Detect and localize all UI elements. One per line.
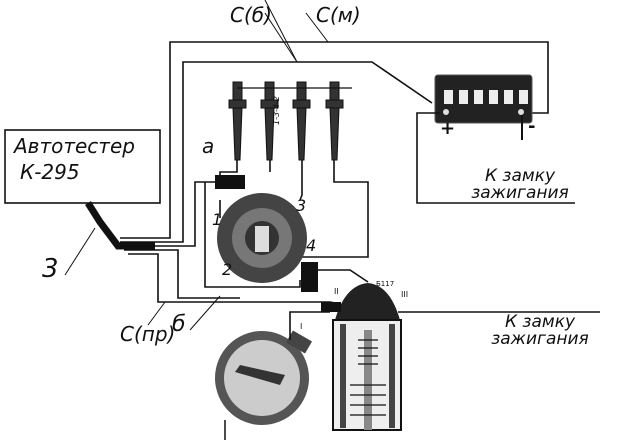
battery-minus: - xyxy=(528,116,536,137)
cyl-4: 4 xyxy=(306,236,317,255)
label-c-m: С(м) xyxy=(316,3,361,27)
sensor-b xyxy=(301,262,318,292)
to-ignition-switch-2: К замку зажигания xyxy=(491,312,589,349)
coil-term-3: III xyxy=(401,290,409,299)
label-c-b: С(б) xyxy=(230,3,272,27)
label-a: а xyxy=(202,134,215,158)
label-b: б xyxy=(172,312,186,337)
label-c-pr: С(пр) xyxy=(120,322,176,346)
cyl-2: 2 xyxy=(222,260,233,279)
tester-leads xyxy=(120,41,549,305)
coil-term-2: II xyxy=(334,287,339,296)
breaker-term-1: I xyxy=(300,322,303,331)
cyl-1: 1 xyxy=(212,210,223,229)
label-cable-3: 3 xyxy=(42,254,59,284)
sensor-a xyxy=(215,175,245,189)
tester-cable xyxy=(85,201,155,250)
tester-model: К-295 xyxy=(20,160,80,184)
battery xyxy=(434,74,533,140)
breaker-distributor xyxy=(215,330,313,440)
cyl-3: 3 xyxy=(296,196,307,215)
spark-plugs xyxy=(228,81,352,161)
ignition-coil xyxy=(321,283,402,431)
tester-title: Автотестер xyxy=(14,134,135,158)
coil-model: Б117 xyxy=(376,280,395,288)
battery-plus: + xyxy=(440,118,456,139)
firing-order: 1-3-4-2 xyxy=(272,95,281,125)
distributor-cap xyxy=(217,193,307,283)
to-ignition-switch-1: К замку зажигания xyxy=(471,166,569,203)
autotester-box xyxy=(4,129,161,204)
